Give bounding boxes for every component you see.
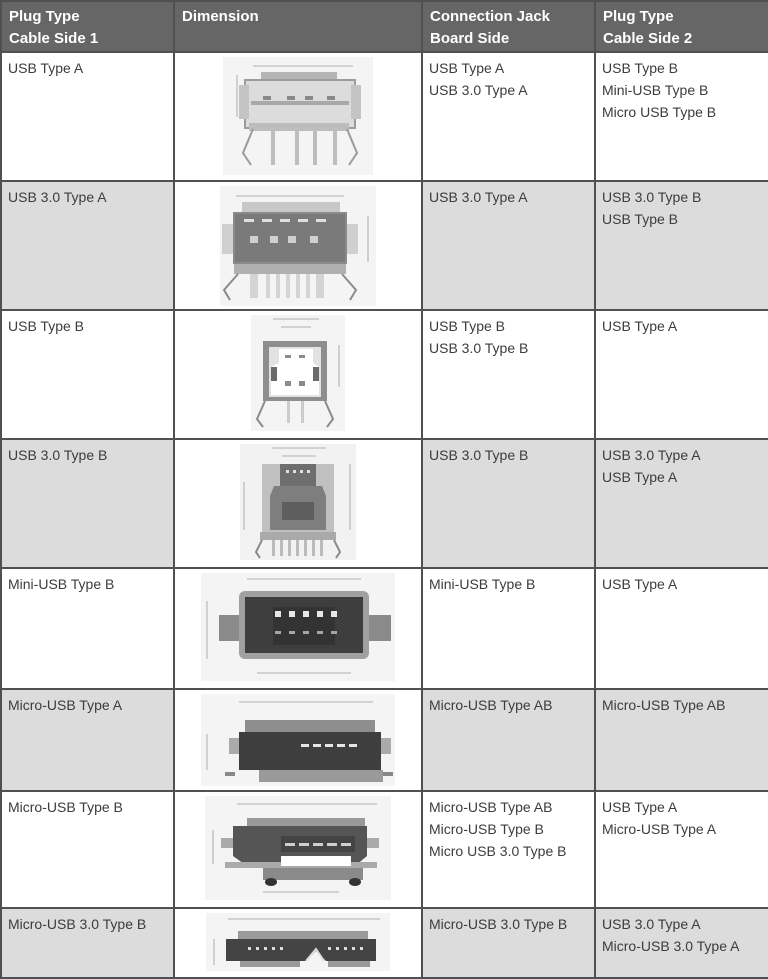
cell-text: Micro USB Type B <box>602 104 717 120</box>
cell-text: Mini-USB Type B <box>429 576 536 592</box>
cell-text: USB Type A <box>602 318 678 334</box>
plug-side-2-cell: USB Type A <box>594 567 768 690</box>
header-line: Dimension <box>182 8 259 25</box>
jack-board-side-cell: USB 3.0 Type B <box>421 438 596 569</box>
cell-text: Mini-USB Type B <box>8 576 115 592</box>
usb-3-type-b-connector-drawing-icon <box>240 444 356 560</box>
cell-text: USB 3.0 Type A <box>8 189 107 205</box>
cell-text: Micro-USB 3.0 Type B <box>429 916 568 932</box>
cell-text: USB Type B <box>429 318 506 334</box>
table-row: USB Type A <box>0 51 768 182</box>
table-row: Micro-USB Type A <box>0 688 768 792</box>
jack-board-side-cell: USB 3.0 Type A <box>421 180 596 311</box>
dimension-cell <box>173 309 423 440</box>
jack-board-side-cell: Micro-USB 3.0 Type B <box>421 907 596 979</box>
plug-side-1-cell: Micro-USB 3.0 Type B <box>0 907 175 979</box>
plug-side-1-cell: USB 3.0 Type B <box>0 438 175 569</box>
cell-text: USB Type B <box>8 318 85 334</box>
cell-text: USB Type A <box>602 469 678 485</box>
plug-side-2-cell: USB 3.0 Type B USB Type B <box>594 180 768 311</box>
plug-side-1-cell: Micro-USB Type A <box>0 688 175 792</box>
header-plug-type-cable-side-2: Plug Type Cable Side 2 <box>594 0 768 53</box>
jack-board-side-cell: Micro-USB Type AB Micro-USB Type B Micro… <box>421 790 596 909</box>
header-line: Plug Type <box>603 8 674 25</box>
table-row: USB 3.0 Type B <box>0 438 768 569</box>
table-row: Micro-USB 3.0 Type B <box>0 907 768 979</box>
cell-text: USB 3.0 Type A <box>429 189 528 205</box>
cell-text: USB Type B <box>602 211 679 227</box>
cell-text: Micro-USB Type B <box>429 821 544 837</box>
plug-side-2-cell: USB 3.0 Type A USB Type A <box>594 438 768 569</box>
usb-type-b-connector-drawing-icon <box>251 315 345 431</box>
jack-board-side-cell: USB Type A USB 3.0 Type A <box>421 51 596 182</box>
cell-text: USB 3.0 Type A <box>602 447 701 463</box>
cell-text: USB 3.0 Type B <box>602 189 702 205</box>
header-connection-jack-board-side: Connection Jack Board Side <box>421 0 596 53</box>
plug-side-2-cell: USB Type A <box>594 309 768 440</box>
cell-text: USB 3.0 Type B <box>429 340 529 356</box>
cell-text: Micro-USB Type A <box>602 821 717 837</box>
plug-side-1-cell: Micro-USB Type B <box>0 790 175 909</box>
micro-usb-type-a-connector-drawing-icon <box>201 694 395 786</box>
header-row: Plug Type Cable Side 1 Dimension Connect… <box>0 0 768 53</box>
header-line: Board Side <box>430 30 510 47</box>
cell-text: USB Type A <box>602 799 678 815</box>
plug-side-2-cell: USB Type B Mini-USB Type B Micro USB Typ… <box>594 51 768 182</box>
cell-text: USB Type A <box>602 576 678 592</box>
dimension-cell <box>173 688 423 792</box>
cell-text: Mini-USB Type B <box>602 82 709 98</box>
jack-board-side-cell: Mini-USB Type B <box>421 567 596 690</box>
table-row: Mini-USB Type B <box>0 567 768 690</box>
header-line: Connection Jack <box>430 8 551 25</box>
plug-side-2-cell: USB 3.0 Type A Micro-USB 3.0 Type A <box>594 907 768 979</box>
cell-text: Micro-USB Type B <box>8 799 123 815</box>
plug-side-1-cell: USB 3.0 Type A <box>0 180 175 311</box>
cell-text: Micro USB 3.0 Type B <box>429 843 567 859</box>
micro-usb-type-b-connector-drawing-icon <box>205 796 391 900</box>
plug-side-1-cell: USB Type A <box>0 51 175 182</box>
cell-text: Micro-USB 3.0 Type B <box>8 916 147 932</box>
cell-text: Micro-USB Type AB <box>429 697 553 713</box>
header-line: Plug Type <box>9 8 80 25</box>
cell-text: USB Type A <box>429 60 505 76</box>
cell-text: Micro-USB Type AB <box>429 799 553 815</box>
cell-text: Micro-USB Type AB <box>602 697 726 713</box>
plug-side-2-cell: USB Type A Micro-USB Type A <box>594 790 768 909</box>
usb-type-a-connector-drawing-icon <box>223 57 373 175</box>
cell-text: USB 3.0 Type A <box>429 82 528 98</box>
jack-board-side-cell: USB Type B USB 3.0 Type B <box>421 309 596 440</box>
header-dimension: Dimension <box>173 0 423 53</box>
header-line: Cable Side 1 <box>9 30 99 47</box>
cell-text: USB 3.0 Type A <box>602 916 701 932</box>
plug-side-1-cell: Mini-USB Type B <box>0 567 175 690</box>
dimension-cell <box>173 907 423 979</box>
plug-side-1-cell: USB Type B <box>0 309 175 440</box>
micro-usb-3-type-b-connector-drawing-icon <box>206 913 390 971</box>
dimension-cell <box>173 180 423 311</box>
header-line: Cable Side 2 <box>603 30 693 47</box>
dimension-cell <box>173 438 423 569</box>
mini-usb-type-b-connector-drawing-icon <box>201 573 395 681</box>
cell-text: USB 3.0 Type B <box>429 447 529 463</box>
usb-3-type-a-connector-drawing-icon <box>220 186 376 306</box>
cell-text: USB 3.0 Type B <box>8 447 108 463</box>
header-plug-type-cable-side-1: Plug Type Cable Side 1 <box>0 0 175 53</box>
dimension-cell <box>173 790 423 909</box>
dimension-cell <box>173 51 423 182</box>
table-row: USB 3.0 Type A <box>0 180 768 311</box>
jack-board-side-cell: Micro-USB Type AB <box>421 688 596 792</box>
dimension-cell <box>173 567 423 690</box>
cell-text: USB Type A <box>8 60 84 76</box>
cell-text: Micro-USB Type A <box>8 697 123 713</box>
table-row: Micro-USB Type B <box>0 790 768 909</box>
plug-side-2-cell: Micro-USB Type AB <box>594 688 768 792</box>
cell-text: Micro-USB 3.0 Type A <box>602 938 740 954</box>
table-row: USB Type B <box>0 309 768 440</box>
cell-text: USB Type B <box>602 60 679 76</box>
